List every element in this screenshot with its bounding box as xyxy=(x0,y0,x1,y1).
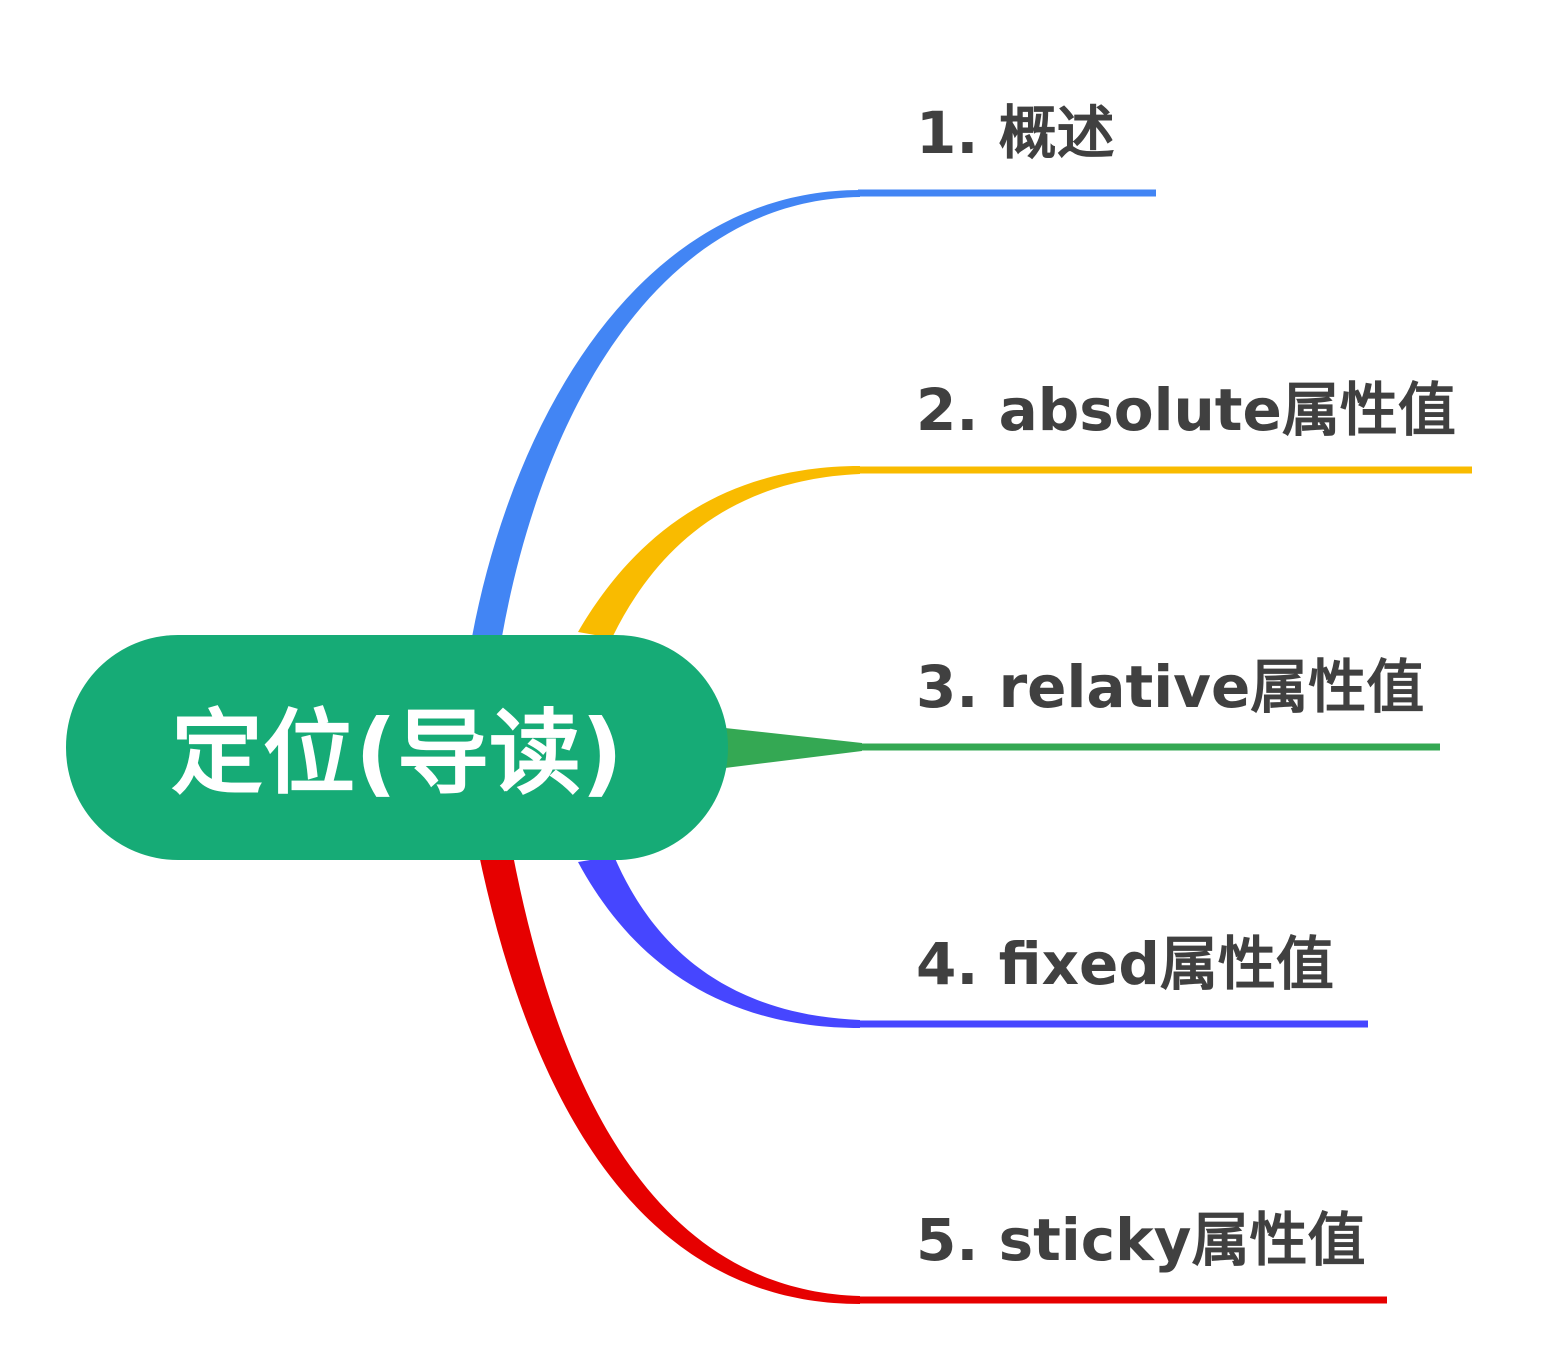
branch-1-label[interactable]: 1. 概述 xyxy=(916,99,1115,167)
branch-5-label[interactable]: 5. sticky属性值 xyxy=(916,1206,1365,1274)
branch-3-connector xyxy=(725,728,862,768)
branch-2[interactable]: 2. absolute属性值 xyxy=(578,376,1472,638)
branch-4[interactable]: 4. fixed属性值 xyxy=(578,856,1368,1028)
branch-3[interactable]: 3. relative属性值 xyxy=(725,653,1440,768)
root-node-pill xyxy=(66,635,728,860)
branch-4-label[interactable]: 4. fixed属性值 xyxy=(916,930,1334,998)
root-node[interactable]: 定位(导读) xyxy=(66,635,728,860)
root-node-label[interactable]: 定位(导读) xyxy=(171,700,623,807)
branch-4-connector xyxy=(578,856,860,1028)
branch-1[interactable]: 1. 概述 xyxy=(470,99,1156,648)
branch-3-label[interactable]: 3. relative属性值 xyxy=(916,653,1424,721)
branch-2-label[interactable]: 2. absolute属性值 xyxy=(916,376,1456,444)
branch-2-connector xyxy=(578,466,860,638)
branch-5-connector xyxy=(478,850,860,1304)
branch-5[interactable]: 5. sticky属性值 xyxy=(478,850,1387,1304)
branch-1-connector xyxy=(470,190,860,648)
